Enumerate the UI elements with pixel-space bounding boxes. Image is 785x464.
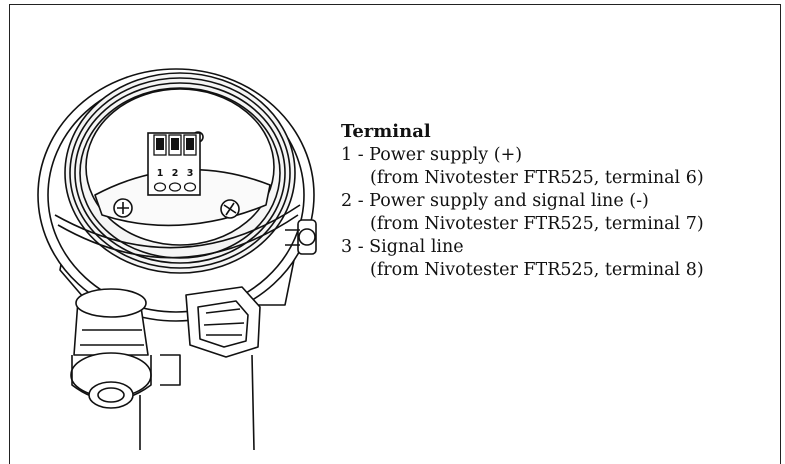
ground-terminal	[285, 219, 317, 255]
housing-neck	[139, 354, 255, 450]
terminal-1-label: 1 - Power supply (+)	[341, 145, 523, 165]
terminal-block: 1 2 3	[147, 132, 201, 196]
terminal-2-label: 2 - Power supply and signal line (-)	[341, 191, 649, 211]
terminal-1-source: (from Nivotester FTR525, terminal 6)	[370, 168, 704, 188]
figure-frame	[9, 4, 781, 464]
terminal-number-1: 1	[157, 168, 164, 179]
terminal-number-3: 3	[187, 168, 194, 179]
terminal-number-2: 2	[172, 168, 179, 179]
legend-title: Terminal	[341, 121, 431, 142]
left-screw	[113, 198, 133, 218]
housing-illustration: 1 2 3	[37, 68, 317, 450]
terminal-legend: Terminal 1 - Power supply (+) (from Nivo…	[341, 120, 781, 282]
right-screw	[220, 199, 240, 219]
terminal-3-label: 3 - Signal line	[341, 237, 464, 257]
right-cable-gland	[185, 286, 261, 358]
terminal-3-source: (from Nivotester FTR525, terminal 8)	[370, 260, 704, 280]
left-cable-gland	[70, 288, 152, 409]
terminal-2-source: (from Nivotester FTR525, terminal 7)	[370, 214, 704, 234]
